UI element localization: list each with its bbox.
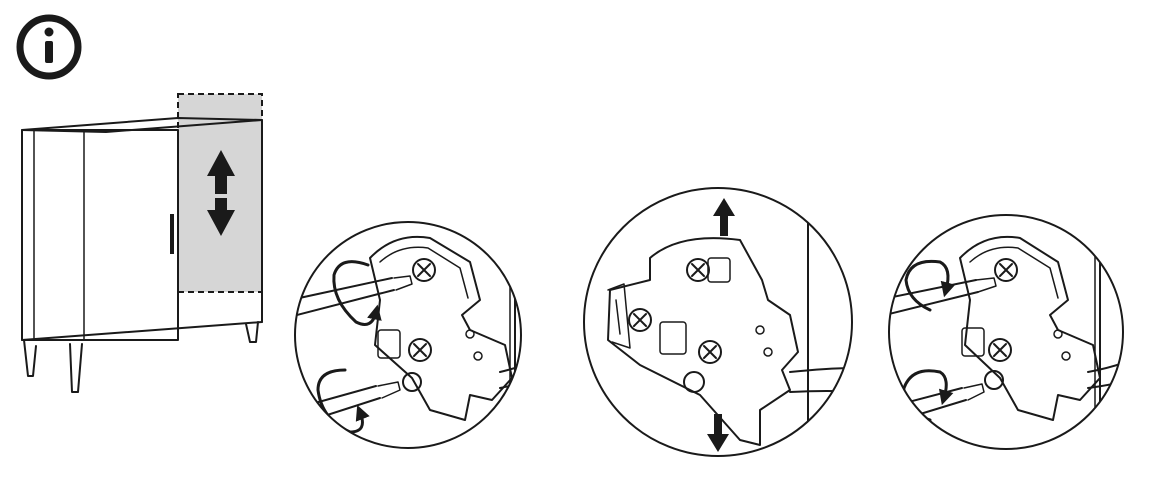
adjusted-door-highlight — [177, 93, 263, 293]
move-up-arrow-icon — [713, 198, 735, 236]
up-down-arrow-icon — [207, 150, 235, 236]
screw — [683, 371, 705, 393]
screwdriver — [295, 275, 413, 317]
screw — [408, 338, 432, 362]
screw — [698, 340, 722, 364]
cabinet-illustration — [21, 93, 263, 393]
move-down-arrow-icon — [707, 414, 729, 452]
detail-loosen-screws — [294, 221, 522, 449]
detail-adjust-height — [583, 187, 853, 457]
detail-tighten-screws — [888, 214, 1124, 450]
left-door — [21, 129, 179, 341]
screw — [988, 338, 1012, 362]
screw — [984, 370, 1004, 390]
info-icon — [16, 14, 82, 80]
screw — [412, 258, 436, 282]
door-handle — [170, 214, 174, 254]
screw — [628, 308, 652, 332]
screw — [994, 258, 1018, 282]
screw — [402, 372, 422, 392]
screw — [686, 257, 731, 283]
